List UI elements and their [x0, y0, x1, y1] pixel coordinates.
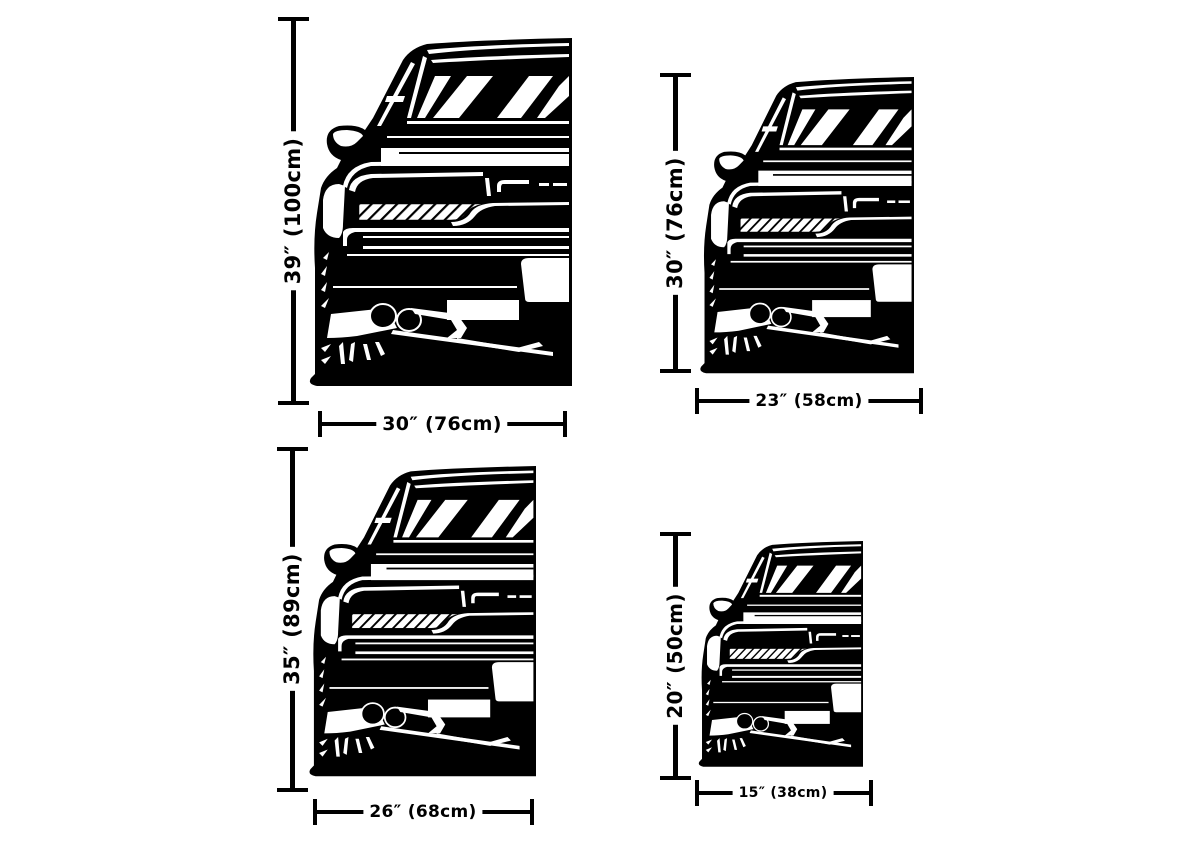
width-dimension-bar [695, 780, 873, 806]
car-rear-silhouette-large [308, 38, 572, 387]
height-label: 30″ (76cm) [663, 151, 687, 295]
height-dimension-bar [278, 17, 309, 405]
width-label: 26″ (68cm) [363, 802, 483, 822]
height-dimension-bar [660, 73, 691, 373]
height-label: 20″ (50cm) [663, 587, 687, 725]
car-rear-silhouette-medium [699, 77, 914, 375]
width-dimension-bar [695, 388, 923, 414]
height-label: 39″ (100cm) [281, 131, 305, 291]
car-rear-silhouette-medium-large [308, 466, 536, 778]
height-dimension-bar [660, 532, 691, 780]
width-dimension-bar [318, 411, 567, 437]
height-dimension-bar [277, 447, 308, 792]
width-label: 23″ (58cm) [749, 391, 869, 411]
height-label: 35″ (89cm) [280, 547, 304, 691]
width-label: 15″ (38cm) [732, 785, 834, 801]
width-dimension-bar [313, 799, 534, 825]
car-rear-silhouette-small [698, 541, 863, 768]
width-label: 30″ (76cm) [376, 413, 508, 435]
